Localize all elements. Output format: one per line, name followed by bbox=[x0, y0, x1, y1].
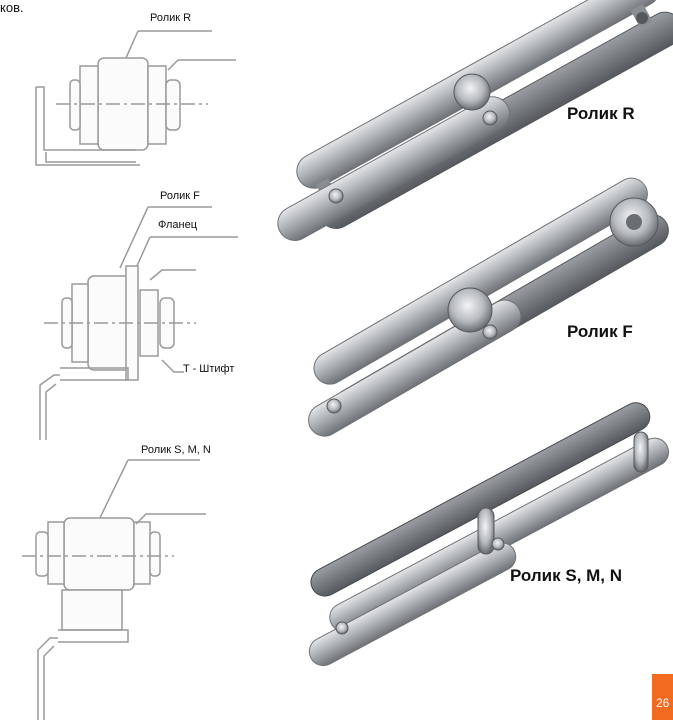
callout-flange: Фланец bbox=[158, 219, 198, 231]
diagram-roller-f bbox=[39, 206, 238, 440]
chain-photo-roller-smn bbox=[308, 402, 670, 667]
roller-smn-body bbox=[63, 517, 135, 591]
callout-roller-f: Ролик F bbox=[160, 190, 200, 202]
leader-pin bbox=[161, 359, 184, 373]
diagram-roller-smn bbox=[22, 459, 206, 720]
photo-label-roller-smn: Ролик S, M, N bbox=[510, 566, 623, 585]
page-number: 26 bbox=[656, 696, 670, 710]
leader-roller-r-diag bbox=[125, 30, 139, 59]
chain-photo-roller-r bbox=[277, 0, 673, 241]
photo-label-roller-r: Ролик R bbox=[567, 104, 635, 123]
callout-roller-smn: Ролик S, M, N bbox=[141, 444, 211, 456]
photo-label-roller-f: Ролик F bbox=[567, 322, 633, 341]
page-number-badge: 26 bbox=[652, 674, 673, 720]
callout-roller-r: Ролик R bbox=[150, 12, 192, 24]
callout-t-pin: T - Штифт bbox=[183, 363, 235, 375]
diagram-roller-r bbox=[35, 30, 236, 166]
chain-photo-roller-f bbox=[308, 177, 669, 437]
intro-text-fragment: ков. bbox=[0, 0, 24, 15]
